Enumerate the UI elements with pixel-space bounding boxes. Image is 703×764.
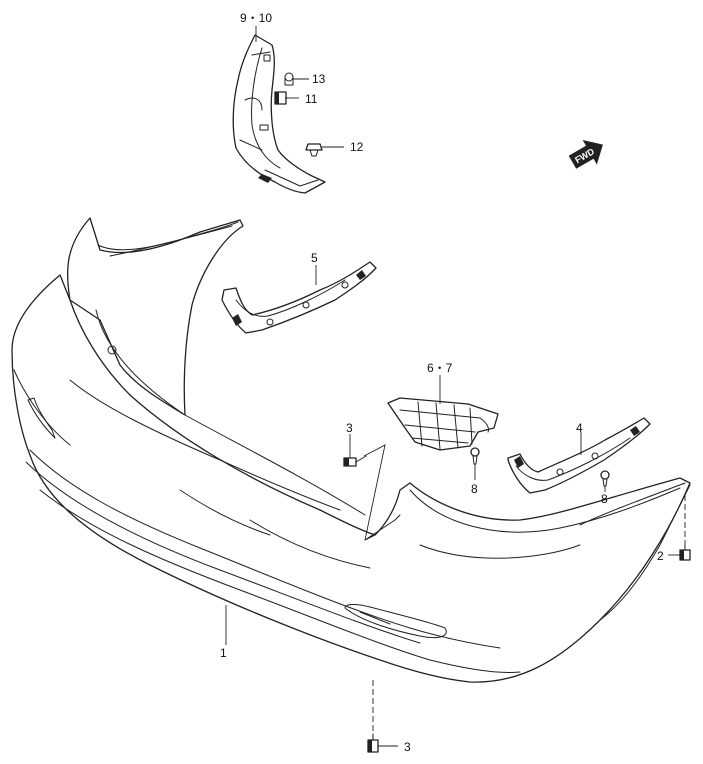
label-12: 12 [350,140,364,154]
forward-arrow-icon: FWD [568,139,603,169]
leader-lines [225,26,686,747]
mud-flap-part-9-10 [232,34,326,194]
label-13: 13 [312,72,326,86]
part-labels: 9・10 13 11 12 5 6・7 3 4 8 8 2 1 3 [220,11,664,754]
retainer-part-12 [305,143,323,157]
bolt-part-3-top [343,455,367,467]
label-9-10: 9・10 [240,11,272,25]
screw-part-8-right [600,470,610,487]
bolt-part-2 [679,544,691,561]
label-8-right: 8 [601,492,608,506]
label-5: 5 [311,251,318,265]
screw-part-8-left [470,447,480,465]
label-3-top: 3 [346,421,353,435]
label-4: 4 [576,421,583,435]
retainer-part-6-7 [387,397,499,451]
nut-part-11 [274,91,287,105]
bracket-part-5 [221,261,377,334]
bolt-part-3-bottom [367,733,379,753]
bumper-cover-part-1 [11,217,691,683]
clip-part-13 [284,72,294,86]
label-6-7: 6・7 [427,361,453,375]
label-11: 11 [305,92,318,106]
label-3-bottom: 3 [404,740,411,754]
bracket-part-4 [507,417,651,494]
label-1: 1 [220,646,227,660]
label-2: 2 [657,549,664,563]
label-8-left: 8 [471,482,478,496]
